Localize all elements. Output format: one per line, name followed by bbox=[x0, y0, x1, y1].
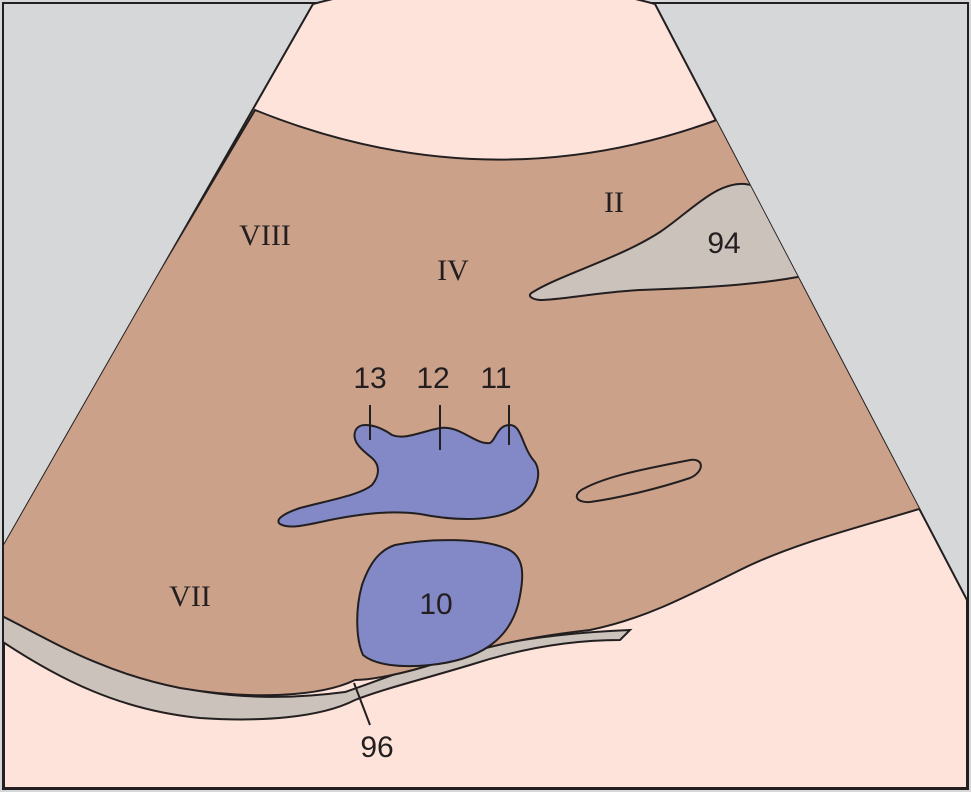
label-94: 94 bbox=[707, 227, 740, 260]
leader-line-96 bbox=[353, 682, 371, 726]
label-segment-iv: IV bbox=[437, 254, 469, 287]
label-segment-viii: VIII bbox=[239, 219, 291, 252]
structure-10-ivc bbox=[356, 539, 524, 668]
label-96: 96 bbox=[360, 731, 393, 764]
hepatic-veins bbox=[277, 423, 540, 528]
label-13: 13 bbox=[353, 362, 386, 395]
label-segment-vii: VII bbox=[169, 580, 211, 613]
label-12: 12 bbox=[416, 362, 449, 395]
label-segment-ii: II bbox=[604, 186, 624, 219]
label-11: 11 bbox=[480, 362, 511, 395]
elongated-vessel bbox=[575, 458, 702, 504]
label-10: 10 bbox=[419, 588, 452, 621]
fan-contents bbox=[4, 108, 937, 721]
